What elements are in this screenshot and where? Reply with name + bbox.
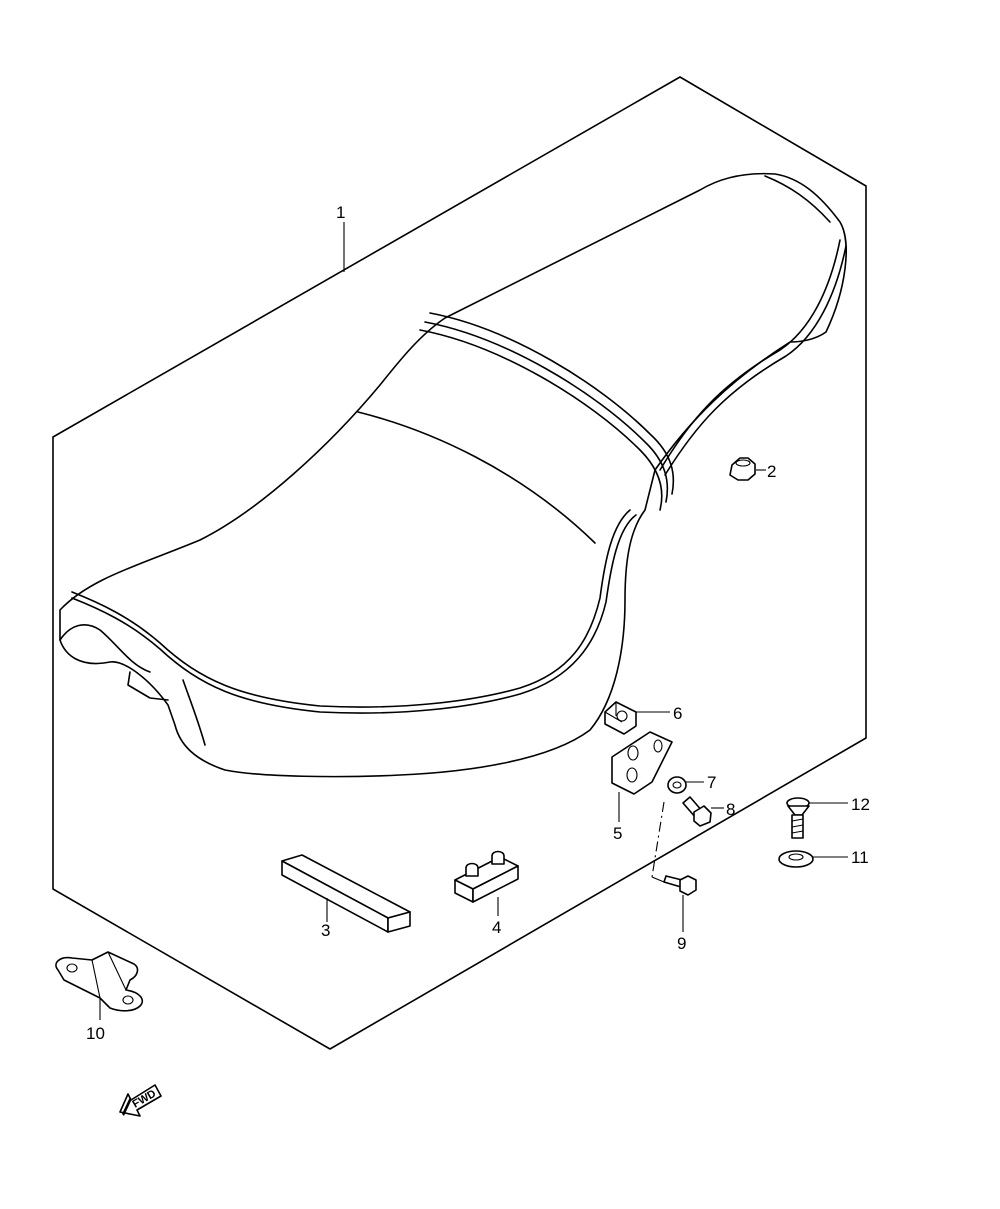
callout-5: 5: [613, 824, 622, 843]
screw-part-12: [786, 797, 810, 839]
assembly-box-outline: [52, 76, 867, 1050]
callout-11: 11: [851, 848, 869, 867]
assembly-guide-line: [651, 801, 665, 878]
callout-6: 6: [673, 704, 682, 723]
callout-3: 3: [321, 921, 330, 940]
callout-8: 8: [726, 800, 735, 819]
bracket-part-10: [55, 951, 144, 1012]
forward-arrow-icon: FWD: [119, 1084, 162, 1117]
forward-arrow-label: FWD: [131, 1088, 159, 1111]
callout-9: 9: [677, 934, 686, 953]
callout-12: 12: [851, 795, 870, 814]
callout-10: 10: [86, 1024, 105, 1043]
plate-part-5: [611, 731, 673, 795]
cushion-part-2: [729, 457, 756, 481]
bolt-part-9: [651, 875, 697, 896]
bolt-part-8: [682, 796, 712, 827]
leader-lines: [99, 222, 848, 1020]
washer-part-7: [667, 776, 687, 794]
washer-part-11: [778, 850, 814, 868]
block-part-3: [281, 854, 411, 933]
callout-7: 7: [707, 773, 716, 792]
callout-4: 4: [492, 918, 501, 937]
bracket-part-4: [454, 850, 519, 903]
seat-part: [59, 172, 847, 778]
callout-1: 1: [336, 203, 345, 222]
callout-2: 2: [767, 462, 776, 481]
clip-nut-part-6: [604, 701, 637, 735]
